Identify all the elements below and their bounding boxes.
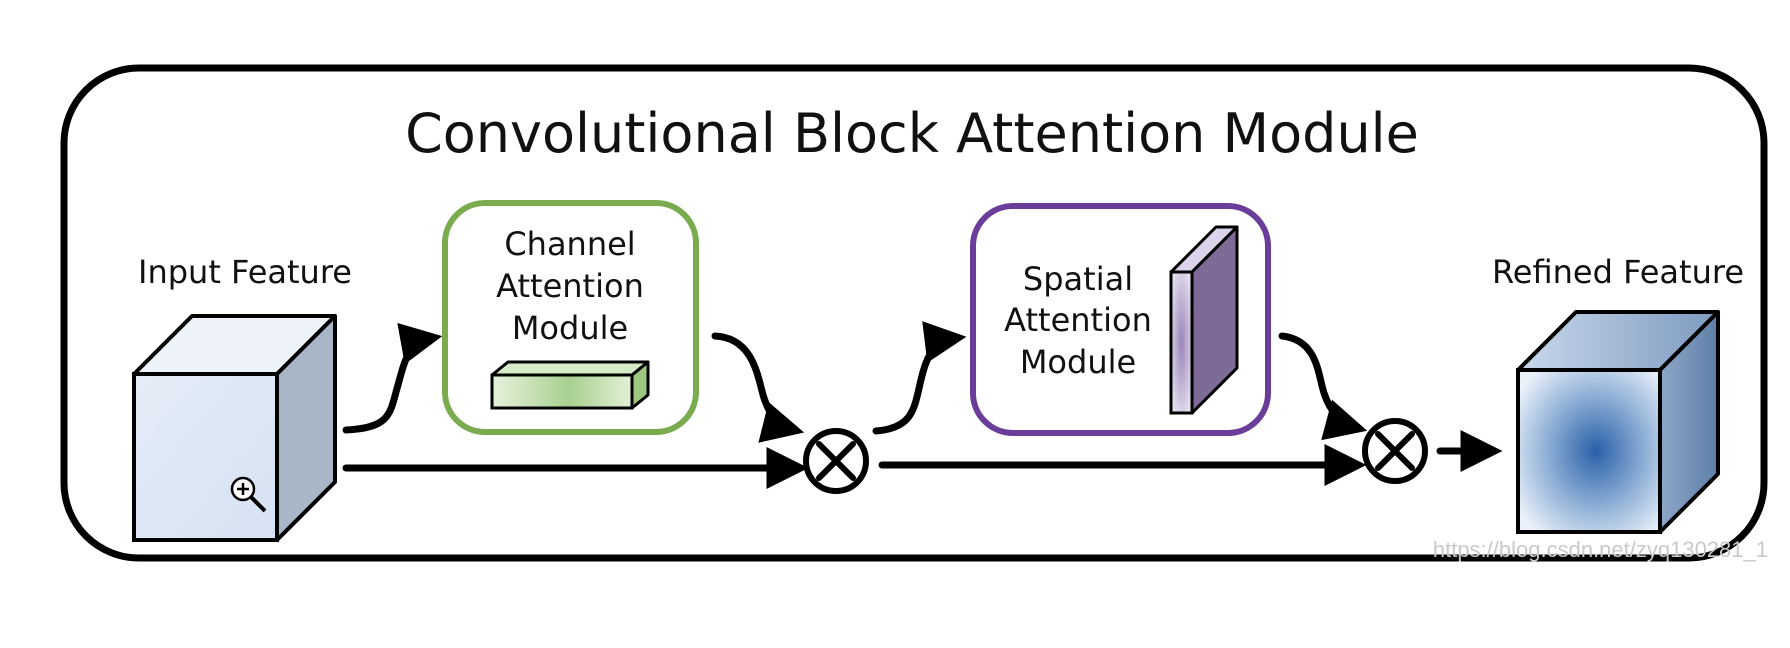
refined-feature-label: Refined Feature (1492, 253, 1744, 291)
multiply-operator-2 (1362, 418, 1428, 484)
arrow-input-to-channel (342, 322, 443, 434)
refined-feature-cube (1516, 310, 1720, 534)
module-frame (60, 64, 1768, 562)
input-feature-cube (132, 314, 337, 542)
arrow-multiply1-to-spatial (872, 321, 967, 435)
spatial-attention-slab (1169, 225, 1239, 415)
watermark-text: https://blog.csdn.net/zyq130281_1 (1433, 537, 1768, 562)
channel-attention-bar (490, 360, 650, 410)
zoom-in-icon (230, 476, 267, 513)
spatial-attention-line2: Attention (1004, 301, 1152, 339)
channel-attention-line2: Attention (496, 267, 644, 305)
arrow-spatial-to-multiply2 (1278, 332, 1368, 441)
arrow-channel-to-multiply1 (711, 332, 805, 443)
input-feature-label: Input Feature (138, 253, 352, 291)
multiply-operator-1 (803, 428, 869, 494)
channel-attention-line3: Module (512, 309, 628, 347)
channel-attention-line1: Channel (504, 225, 635, 263)
diagram-title: Convolutional Block Attention Module (405, 102, 1419, 165)
spatial-attention-line1: Spatial (1023, 260, 1133, 298)
spatial-attention-line3: Module (1020, 343, 1136, 381)
